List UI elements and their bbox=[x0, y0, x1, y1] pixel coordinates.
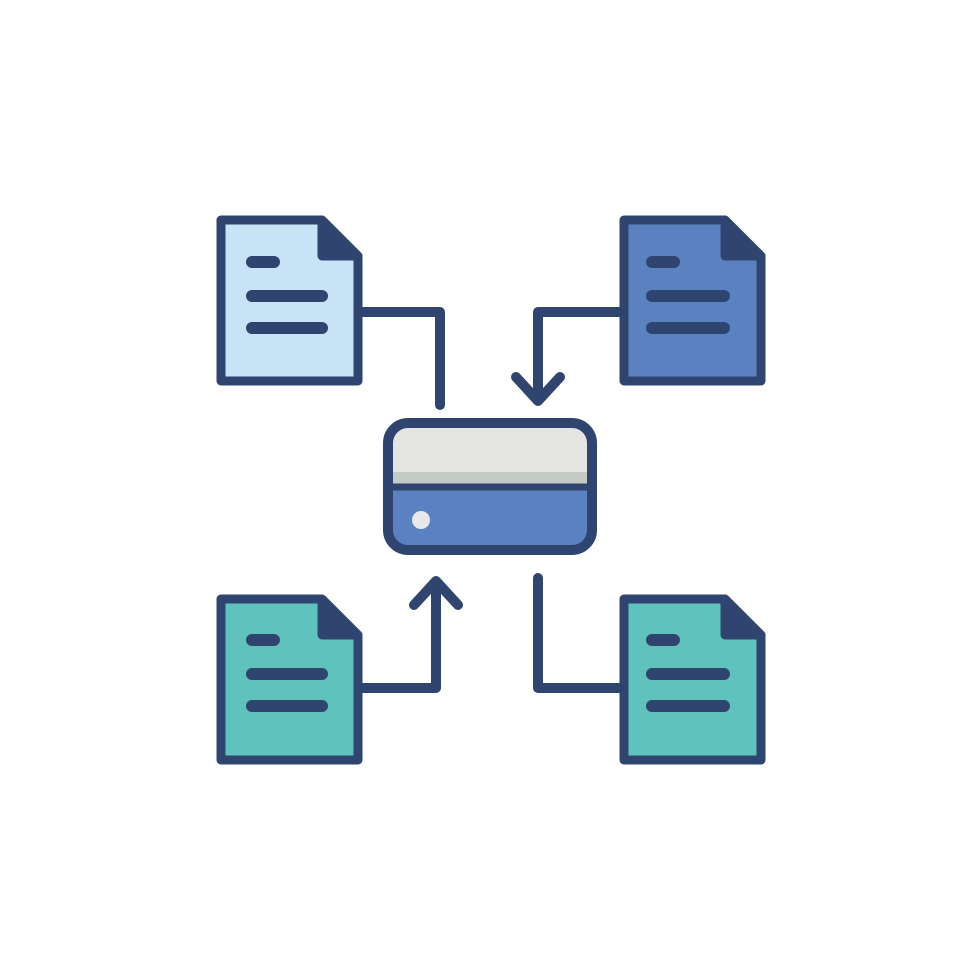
connector-bottom-left bbox=[353, 578, 441, 693]
connector-top-left bbox=[353, 307, 445, 410]
document-fold bbox=[720, 594, 766, 640]
server-stripe bbox=[388, 472, 592, 484]
document-icon bbox=[216, 594, 363, 765]
server-top-panel bbox=[388, 423, 592, 480]
server-frame bbox=[383, 418, 597, 555]
arrowhead-up-icon bbox=[409, 576, 463, 610]
document-icon bbox=[619, 215, 766, 386]
connector-bottom-right bbox=[533, 573, 628, 693]
arrowhead-down-icon bbox=[511, 372, 565, 406]
document-fold bbox=[317, 594, 363, 640]
server-indicator-light bbox=[412, 511, 430, 529]
server-icon bbox=[383, 418, 597, 555]
document-fold bbox=[317, 215, 363, 261]
document-icon bbox=[216, 215, 363, 386]
document-fold bbox=[720, 215, 766, 261]
document-icon bbox=[619, 594, 766, 765]
connectors bbox=[353, 307, 628, 693]
connector-top-right bbox=[533, 307, 628, 405]
